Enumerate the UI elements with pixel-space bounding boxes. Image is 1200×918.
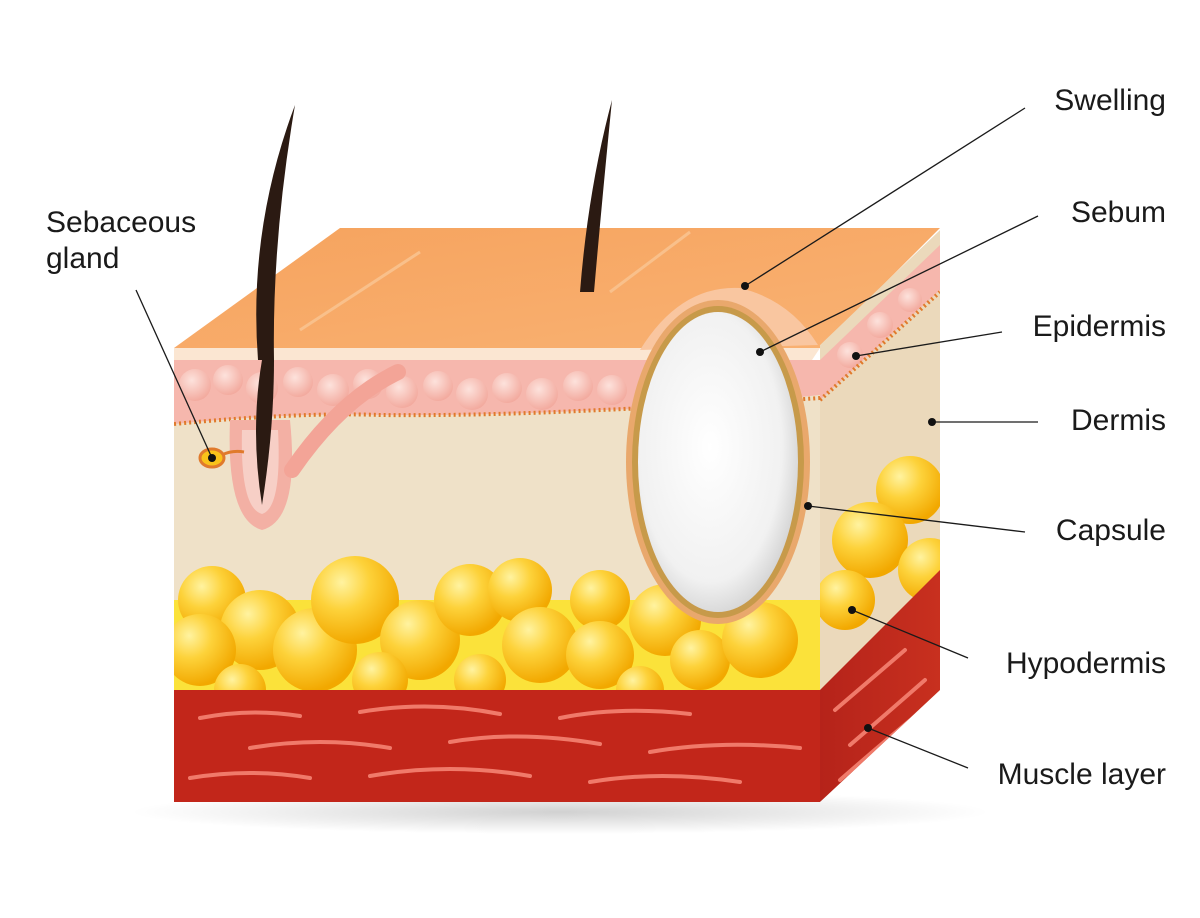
side-face bbox=[820, 230, 940, 802]
labels: Sebaceous gland Swelling Sebum Epidermis… bbox=[46, 84, 1166, 791]
leader-lines bbox=[135, 107, 1039, 769]
sebum-mass bbox=[638, 312, 798, 612]
gland-duct bbox=[221, 449, 245, 457]
label-sebum: Sebum bbox=[1071, 196, 1166, 229]
hair-root bbox=[256, 360, 274, 505]
label-muscle-layer: Muscle layer bbox=[998, 758, 1166, 791]
label-epidermis: Epidermis bbox=[1033, 310, 1166, 343]
label-hypodermis: Hypodermis bbox=[1006, 647, 1166, 680]
leader-sebum bbox=[759, 215, 1039, 353]
hair-shaft bbox=[256, 105, 295, 360]
leader-capsule bbox=[807, 505, 1026, 533]
leader-swelling bbox=[744, 107, 1026, 287]
front-face bbox=[174, 360, 820, 802]
hair-shaft-2 bbox=[580, 100, 612, 292]
skin-crease bbox=[609, 230, 691, 294]
skin-surface bbox=[174, 228, 940, 348]
label-sebaceous-line2: gland bbox=[46, 242, 119, 275]
muscle-fibers bbox=[188, 704, 802, 784]
leader-muscle-layer bbox=[867, 727, 969, 769]
leader-hypodermis bbox=[851, 609, 969, 659]
arrector-pili-muscle bbox=[284, 364, 406, 478]
label-dermis: Dermis bbox=[1071, 404, 1166, 437]
label-sebaceous-line1: Sebaceous bbox=[46, 206, 196, 239]
skin-crease bbox=[299, 250, 421, 332]
label-swelling: Swelling bbox=[1054, 84, 1166, 117]
label-capsule: Capsule bbox=[1056, 514, 1166, 547]
leader-sebaceous-gland bbox=[135, 289, 213, 459]
hypodermis-fat-cells bbox=[174, 556, 798, 716]
leader-epidermis bbox=[855, 331, 1003, 357]
